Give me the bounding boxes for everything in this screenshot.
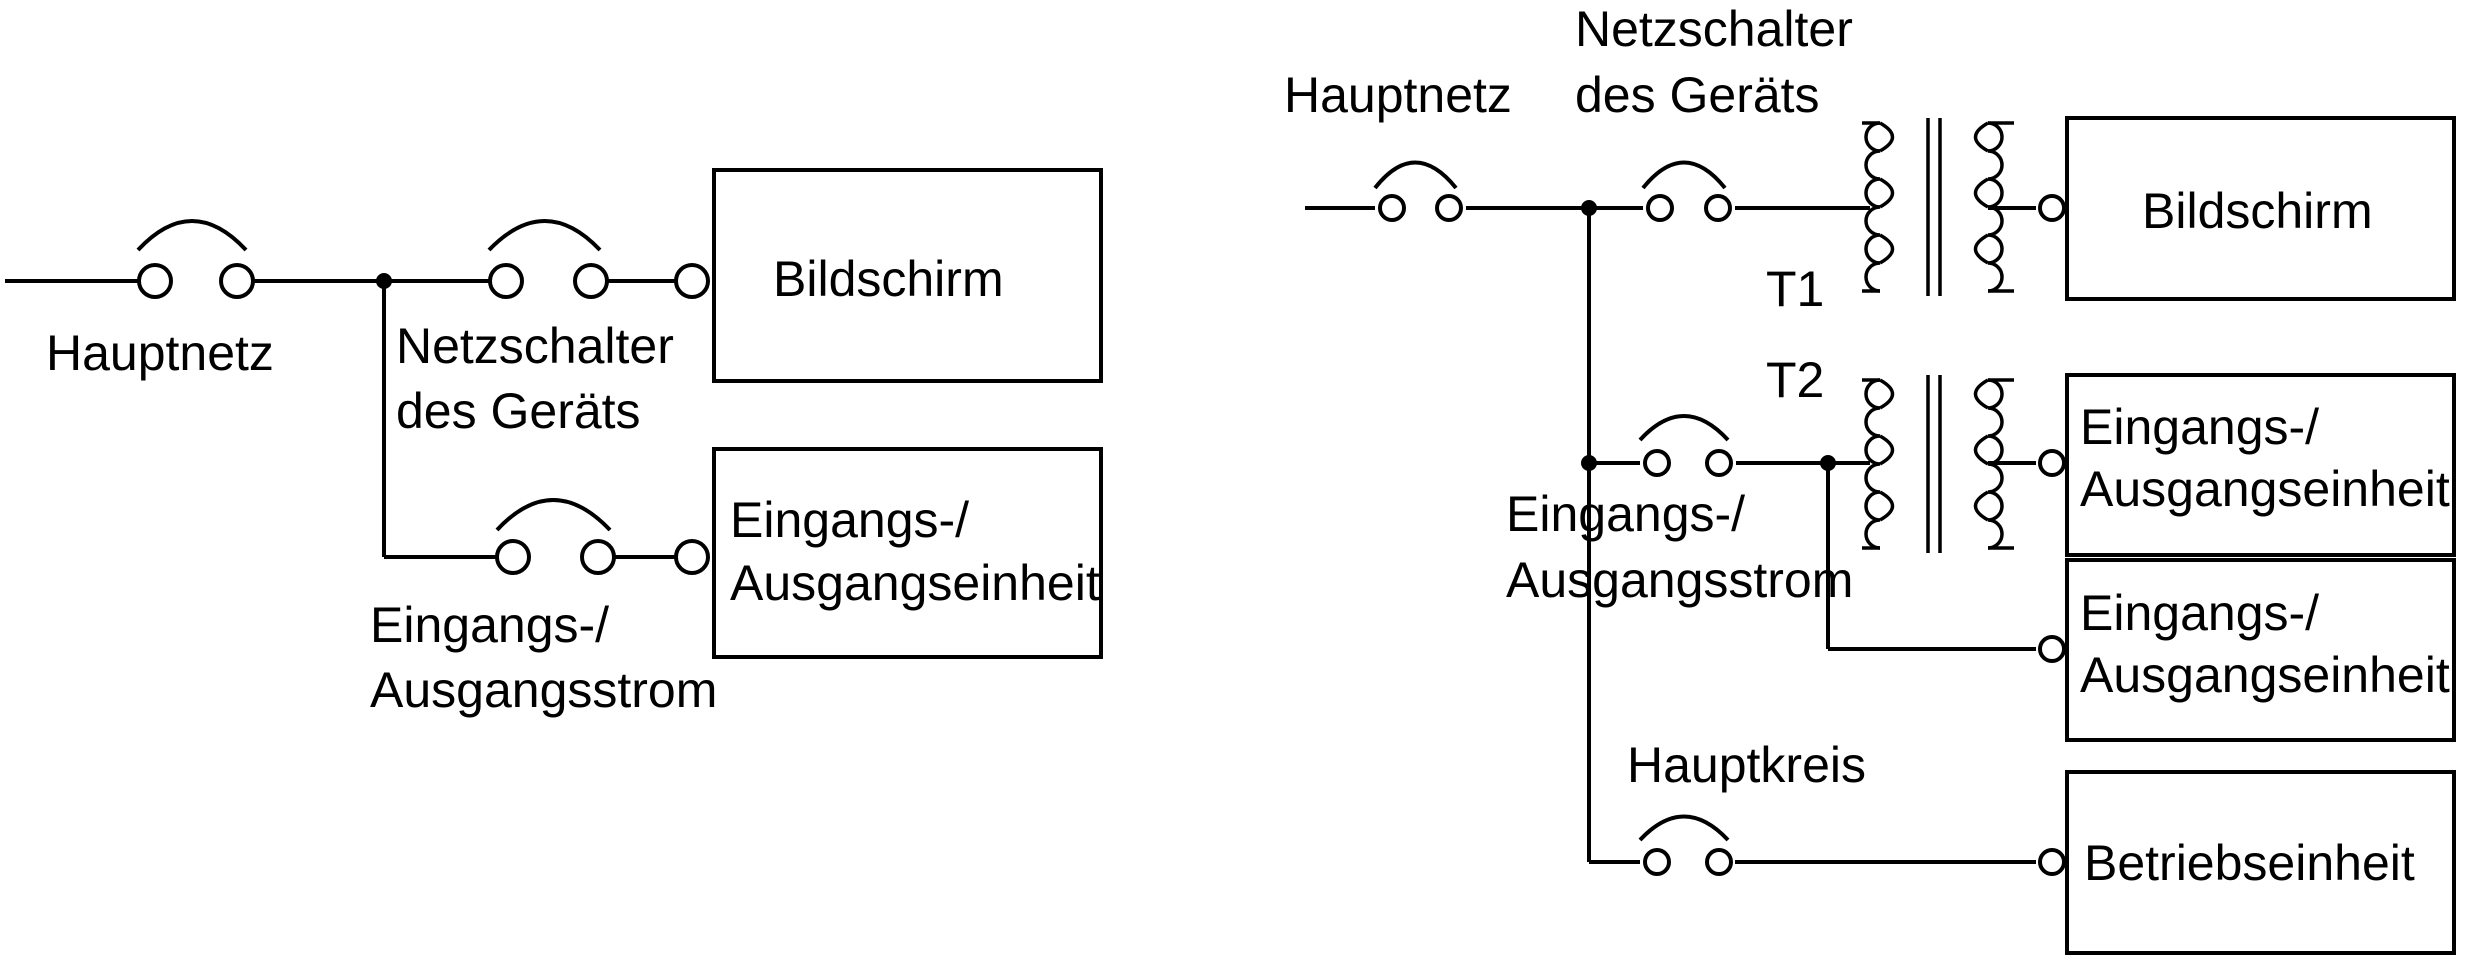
transformer-t1-symbol: [1862, 118, 2014, 296]
left-io-power-label-2: Ausgangsstrom: [370, 662, 717, 718]
right-device-power-switch: [1641, 160, 1732, 222]
left-display-terminal: [674, 263, 710, 299]
left-main-supply-switch: [136, 219, 255, 299]
transformer-t2-label: T2: [1766, 352, 1824, 408]
left-junction-node: [376, 273, 392, 289]
right-diagram: Hauptnetz Netzschalter des Geräts T1 T2 …: [1284, 1, 2456, 955]
right-operating-unit-box-label: Betriebseinheit: [2084, 835, 2415, 891]
left-io-unit-box-label-2: Ausgangseinheit: [730, 555, 1100, 611]
right-io-unit-2-terminal: [2038, 635, 2066, 663]
right-operating-unit-terminal: [2038, 848, 2066, 876]
right-junction-top: [1581, 200, 1597, 216]
left-io-power-switch: [495, 498, 616, 575]
right-io-unit-box-1-label-2: Ausgangseinheit: [2080, 461, 2450, 517]
transformer-t1-label: T1: [1766, 261, 1824, 317]
right-main-supply-switch: [1373, 160, 1463, 222]
right-io-power-switch: [1638, 414, 1733, 477]
left-device-switch-label-2: des Geräts: [396, 383, 641, 439]
right-io-power-label: Eingangs-/: [1506, 486, 1745, 542]
right-display-box: [2065, 116, 2456, 301]
left-device-switch-label: Netzschalter: [396, 318, 674, 374]
left-diagram: Hauptnetz Netzschalter des Geräts Eingan…: [5, 168, 1103, 718]
left-io-power-label: Eingangs-/: [370, 597, 609, 653]
right-device-switch-label-2: des Geräts: [1575, 67, 1820, 123]
right-io-power-label-2: Ausgangsstrom: [1506, 552, 1853, 608]
right-io-unit-1-terminal: [2038, 449, 2066, 477]
right-main-circuit-switch: [1638, 814, 1733, 876]
right-io-unit-box-2: [2065, 558, 2456, 742]
right-io-unit-box-1: [2065, 373, 2456, 557]
right-display-box-label: Bildschirm: [2142, 183, 2373, 239]
right-main-supply-label: Hauptnetz: [1284, 67, 1512, 123]
left-io-unit-box: [712, 447, 1103, 659]
left-display-box: [712, 168, 1103, 383]
left-io-unit-box-label: Eingangs-/: [730, 492, 969, 548]
right-operating-unit-box: [2065, 770, 2456, 955]
right-display-terminal: [2038, 194, 2066, 222]
right-io-unit-box-2-label: Eingangs-/: [2080, 585, 2319, 641]
left-main-supply-label: Hauptnetz: [46, 325, 274, 381]
right-io-unit-box-2-label-2: Ausgangseinheit: [2080, 647, 2450, 703]
right-device-switch-label: Netzschalter: [1575, 1, 1853, 57]
left-io-terminal: [674, 539, 710, 575]
left-display-box-label: Bildschirm: [773, 251, 1004, 307]
transformer-t2-symbol: [1862, 375, 2014, 553]
left-device-power-switch: [487, 219, 609, 299]
right-io-unit-box-1-label: Eingangs-/: [2080, 399, 2319, 455]
right-main-circuit-label: Hauptkreis: [1627, 737, 1866, 793]
